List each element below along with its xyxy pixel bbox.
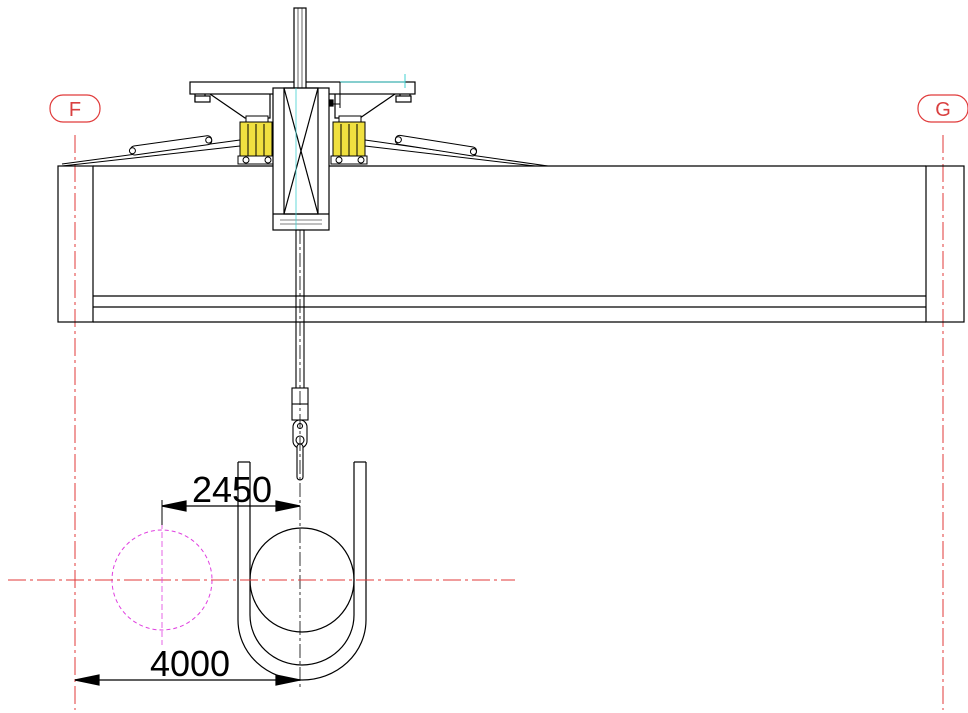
stay-right-inner — [364, 145, 536, 167]
mast-column — [272, 87, 330, 231]
girder-end-right — [925, 165, 965, 323]
central-mast — [272, 7, 330, 231]
trolley-leg-right — [334, 93, 396, 119]
dimension-2450 — [161, 500, 301, 525]
main-girder — [57, 165, 965, 323]
lifting-sling — [237, 461, 367, 681]
axis-bubble-F — [49, 94, 101, 123]
turnbuckle-right — [394, 134, 478, 157]
sling-outer — [237, 462, 367, 681]
axis-label-G: G — [935, 99, 951, 121]
mast-rod-top — [293, 7, 307, 97]
sling-inner — [249, 462, 355, 666]
grid-axis-G: G — [917, 94, 968, 710]
turnbuckle-left — [128, 135, 213, 156]
grid-axis-F: F — [49, 94, 101, 710]
hoist-block-right — [330, 115, 368, 165]
dimension-4000 — [74, 674, 301, 686]
hoist-block-left — [237, 115, 275, 165]
stay-left-inner — [61, 145, 241, 167]
axis-label-F: F — [69, 99, 81, 121]
girder-end-left — [57, 165, 94, 323]
axis-bubble-G — [917, 94, 968, 123]
dim-2450-text: 2450 — [192, 469, 272, 510]
dim-4000-text: 4000 — [150, 643, 230, 684]
diagonal-stays — [61, 134, 549, 167]
trolley-leg-left — [209, 93, 271, 119]
